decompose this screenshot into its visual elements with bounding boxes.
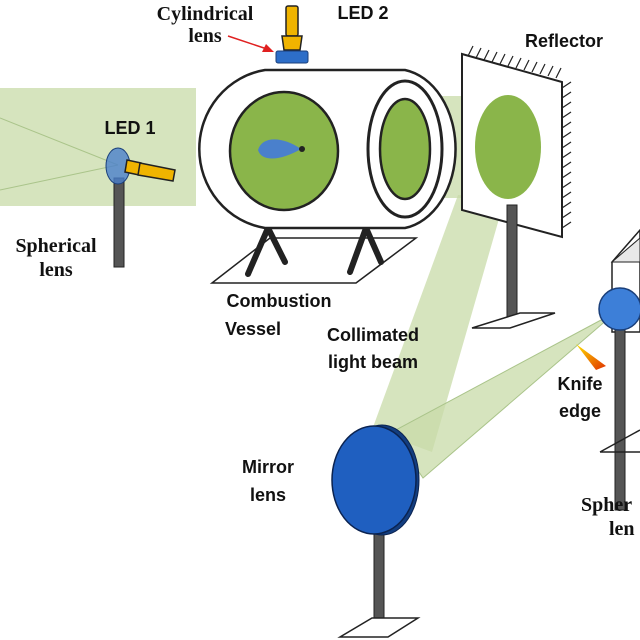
led2-reflector-cup — [281, 35, 303, 51]
labels: Cylindrical lens LED 2 Reflector LED 1 S… — [15, 3, 634, 540]
combustion-vessel-label-line1: Combustion — [227, 291, 332, 311]
mirror-lens-label-line2: lens — [250, 485, 286, 505]
led1-label: LED 1 — [104, 118, 155, 138]
knife-edge-label-line1: Knife — [558, 374, 603, 394]
vessel-floor-plate — [209, 237, 419, 284]
led1-beam — [0, 88, 196, 206]
flame-kernel — [258, 139, 301, 159]
led2-body — [285, 5, 299, 37]
mirror-stand-base — [337, 617, 421, 638]
mirror-stand-pole — [373, 519, 385, 631]
mirror-lens-disc — [331, 425, 417, 535]
cylindrical-lens-arrow — [227, 35, 271, 51]
right-stand-base — [599, 429, 640, 453]
reflector-stand-base — [471, 312, 556, 329]
led1-ray-2 — [0, 164, 119, 191]
collimated-beam-label-line2: light beam — [328, 352, 418, 372]
cylindrical-lens-label-line2: lens — [188, 25, 222, 47]
camera-box-top — [610, 237, 640, 263]
reflector-hatching — [467, 45, 572, 229]
spherical-lens-left-label-line2: lens — [39, 259, 73, 281]
cylindrical-lens-label-line1: Cylindrical — [157, 3, 254, 25]
cylindrical-lens-arrowhead — [262, 44, 274, 52]
led1-ray-1 — [0, 117, 119, 166]
collimated-beam-label-line1: Collimated — [327, 325, 419, 345]
reflector — [461, 45, 572, 329]
cylindrical-lens — [275, 50, 309, 64]
spherical-lens-right-label-line1: Spher — [581, 494, 632, 516]
reflector-label: Reflector — [525, 31, 603, 51]
knife-edge-label-line2: edge — [559, 401, 601, 421]
led1-body — [137, 162, 176, 182]
combustion-vessel — [198, 68, 457, 284]
led1-assembly — [105, 147, 176, 268]
mirror-lens-label-line1: Mirror — [242, 457, 294, 477]
reflector-stand-pole — [506, 204, 518, 321]
spark-electrode — [299, 146, 305, 152]
collimated-beam — [372, 195, 505, 452]
spherical-lens-right-label-line2: len — [609, 518, 635, 540]
vessel-front-window — [378, 97, 432, 201]
right-spherical-lens — [598, 287, 640, 331]
led2-label: LED 2 — [337, 3, 388, 23]
right-lens-assembly — [576, 228, 640, 511]
knife-edge — [576, 344, 606, 370]
combustion-vessel-label-line2: Vessel — [225, 319, 281, 339]
spherical-lens-left-label-line1: Spherical — [15, 235, 97, 257]
led2-assembly — [227, 5, 309, 64]
vessel-legs — [245, 225, 384, 277]
reflector-beam-spot — [475, 95, 541, 199]
right-stand-pole — [614, 317, 626, 511]
mirror-lens-assembly — [331, 424, 421, 638]
led1-stand-pole — [113, 177, 125, 268]
